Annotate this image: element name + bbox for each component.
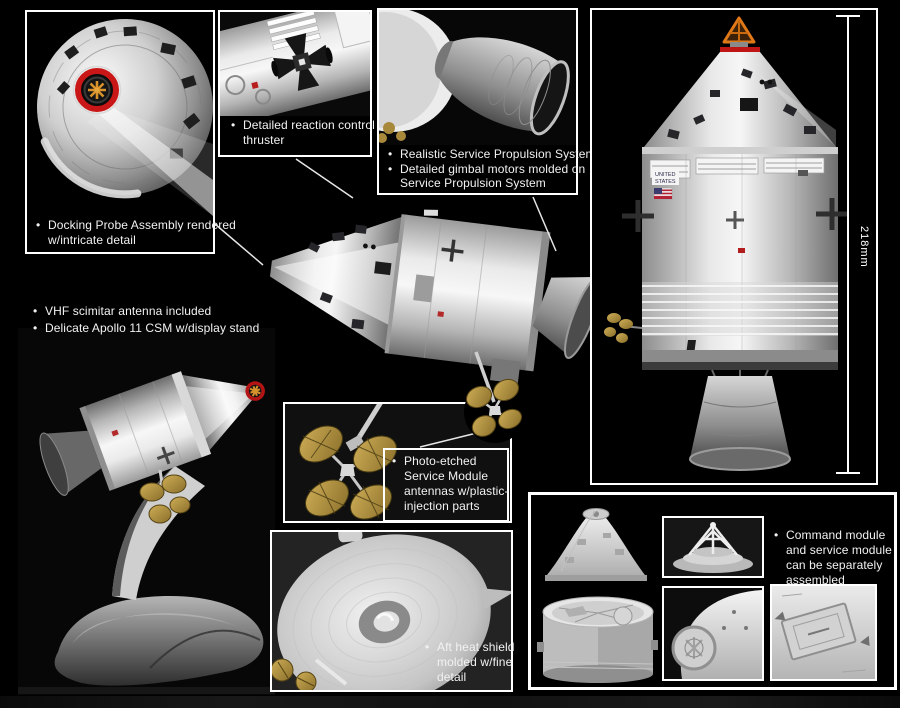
panel-separable-modules: Command module and service module can be…: [528, 492, 897, 690]
caption-rcs-thruster: Detailed reaction control thruster: [230, 118, 375, 148]
caption-line: w/intricate detail: [48, 233, 136, 247]
panel-rcs-thruster: Detailed reaction control thruster: [218, 10, 375, 157]
photo-rcs-thruster-graphic: [220, 12, 370, 116]
subpanel-cm-hatch-closeup: [662, 586, 764, 681]
panel-aft-heat-shield: Aft heat shield molded w/fine detail: [270, 530, 514, 692]
stand-photo-backdrop: [18, 328, 275, 695]
dimension-label: 218mm: [858, 226, 870, 268]
stand-gold-antenna-graphic: [139, 469, 191, 524]
caption-line: and service module: [786, 543, 892, 557]
caption-line: VHF scimitar antenna included: [32, 303, 272, 320]
caption-line: Service Propulsion System: [400, 176, 546, 190]
caption-line: can be separately: [786, 558, 883, 572]
caption-line: molded w/fine: [437, 655, 513, 669]
photo-cm-hatch-closeup-graphic: [664, 588, 762, 679]
callout-line-rcs: [295, 158, 354, 199]
display-stand-graphic: [54, 466, 264, 686]
dimension-cap-top: [836, 15, 860, 17]
caption-line: detail: [437, 670, 467, 684]
docking-ring-graphic: [72, 65, 122, 115]
photo-docking-mechanism-graphic: [664, 518, 762, 576]
photo-docking-probe-graphic: [27, 12, 213, 216]
gold-foil-bits-graphic: [379, 122, 406, 143]
subpanel-docking-mechanism: [662, 516, 764, 578]
photo-cm-plastic-graphic: [545, 508, 647, 581]
caption-line: Detailed reaction control: [230, 118, 375, 133]
caption-separable-modules: Command module and service module can be…: [773, 528, 892, 588]
sps-bell-graphic: [690, 376, 790, 458]
gold-foil-corner-graphic: [272, 658, 348, 690]
sm-gold-antenna-graphic: [604, 313, 643, 343]
photo-aft-heat-shield-graphic: [272, 532, 511, 690]
photo-etched-caption-box: [383, 448, 509, 522]
caption-aft-heat-shield: Aft heat shield molded w/fine detail: [424, 640, 514, 685]
photo-sm-open-graphic: [537, 596, 658, 683]
caption-line: thruster: [243, 133, 285, 147]
caption-line: Docking Probe Assembly rendered: [35, 218, 236, 233]
gold-clover-graphic: [299, 425, 397, 520]
caption-line: Detailed gimbal motors molded on: [387, 162, 585, 177]
dimension-line: [847, 15, 849, 474]
caption-line: injection parts: [404, 499, 480, 513]
caption-line: Photo-etched: [391, 454, 503, 469]
caption-docking-probe: Docking Probe Assembly rendered w/intric…: [35, 218, 236, 248]
caption-line: Command module: [773, 528, 885, 543]
thruster-quad-graphic: [271, 33, 333, 91]
rcs-quad-graphic: [622, 198, 848, 232]
caption-line: assembled: [786, 573, 845, 587]
caption-line: Delicate Apollo 11 CSM w/display stand: [32, 320, 272, 337]
panel-docking-probe: Docking Probe Assembly rendered w/intric…: [25, 10, 236, 254]
photo-full-model-graphic: UNITED STATES: [592, 10, 876, 483]
us-flag-graphic: [653, 187, 673, 200]
sps-nozzle-graphic: [434, 37, 570, 136]
panel-photo-etched: Photo-etched Service Module antennas w/p…: [283, 402, 512, 523]
photo-sps-graphic: [379, 10, 576, 145]
caption-sps: Realistic Service Propulsion System Deta…: [387, 147, 595, 191]
caption-line: Realistic Service Propulsion System: [387, 147, 595, 162]
csm-main-graphic: [269, 209, 603, 384]
caption-display-stand: VHF scimitar antenna included Delicate A…: [32, 303, 272, 336]
callout-line-sps: [532, 196, 557, 252]
caption-line: antennas w/plastic-: [404, 484, 509, 498]
united-states-marking: UNITED: [655, 172, 676, 178]
dimension-cap-bottom: [836, 472, 860, 474]
caption-line: Service Module: [404, 469, 489, 483]
panel-sps: Realistic Service Propulsion System Deta…: [377, 8, 595, 195]
panel-full-model: UNITED STATES: [590, 8, 878, 485]
subpanel-hatch-detail: [770, 584, 877, 681]
united-states-marking: STATES: [655, 179, 676, 185]
photo-hatch-detail-graphic: [772, 586, 875, 679]
heat-shield-graphic: [277, 532, 511, 690]
red-band-graphic: [720, 47, 760, 52]
caption-line: Aft heat shield: [424, 640, 514, 655]
caption-photo-etched: Photo-etched Service Module antennas w/p…: [391, 454, 509, 514]
footer-strip: [0, 696, 900, 708]
csm-on-stand-graphic: [39, 371, 265, 496]
